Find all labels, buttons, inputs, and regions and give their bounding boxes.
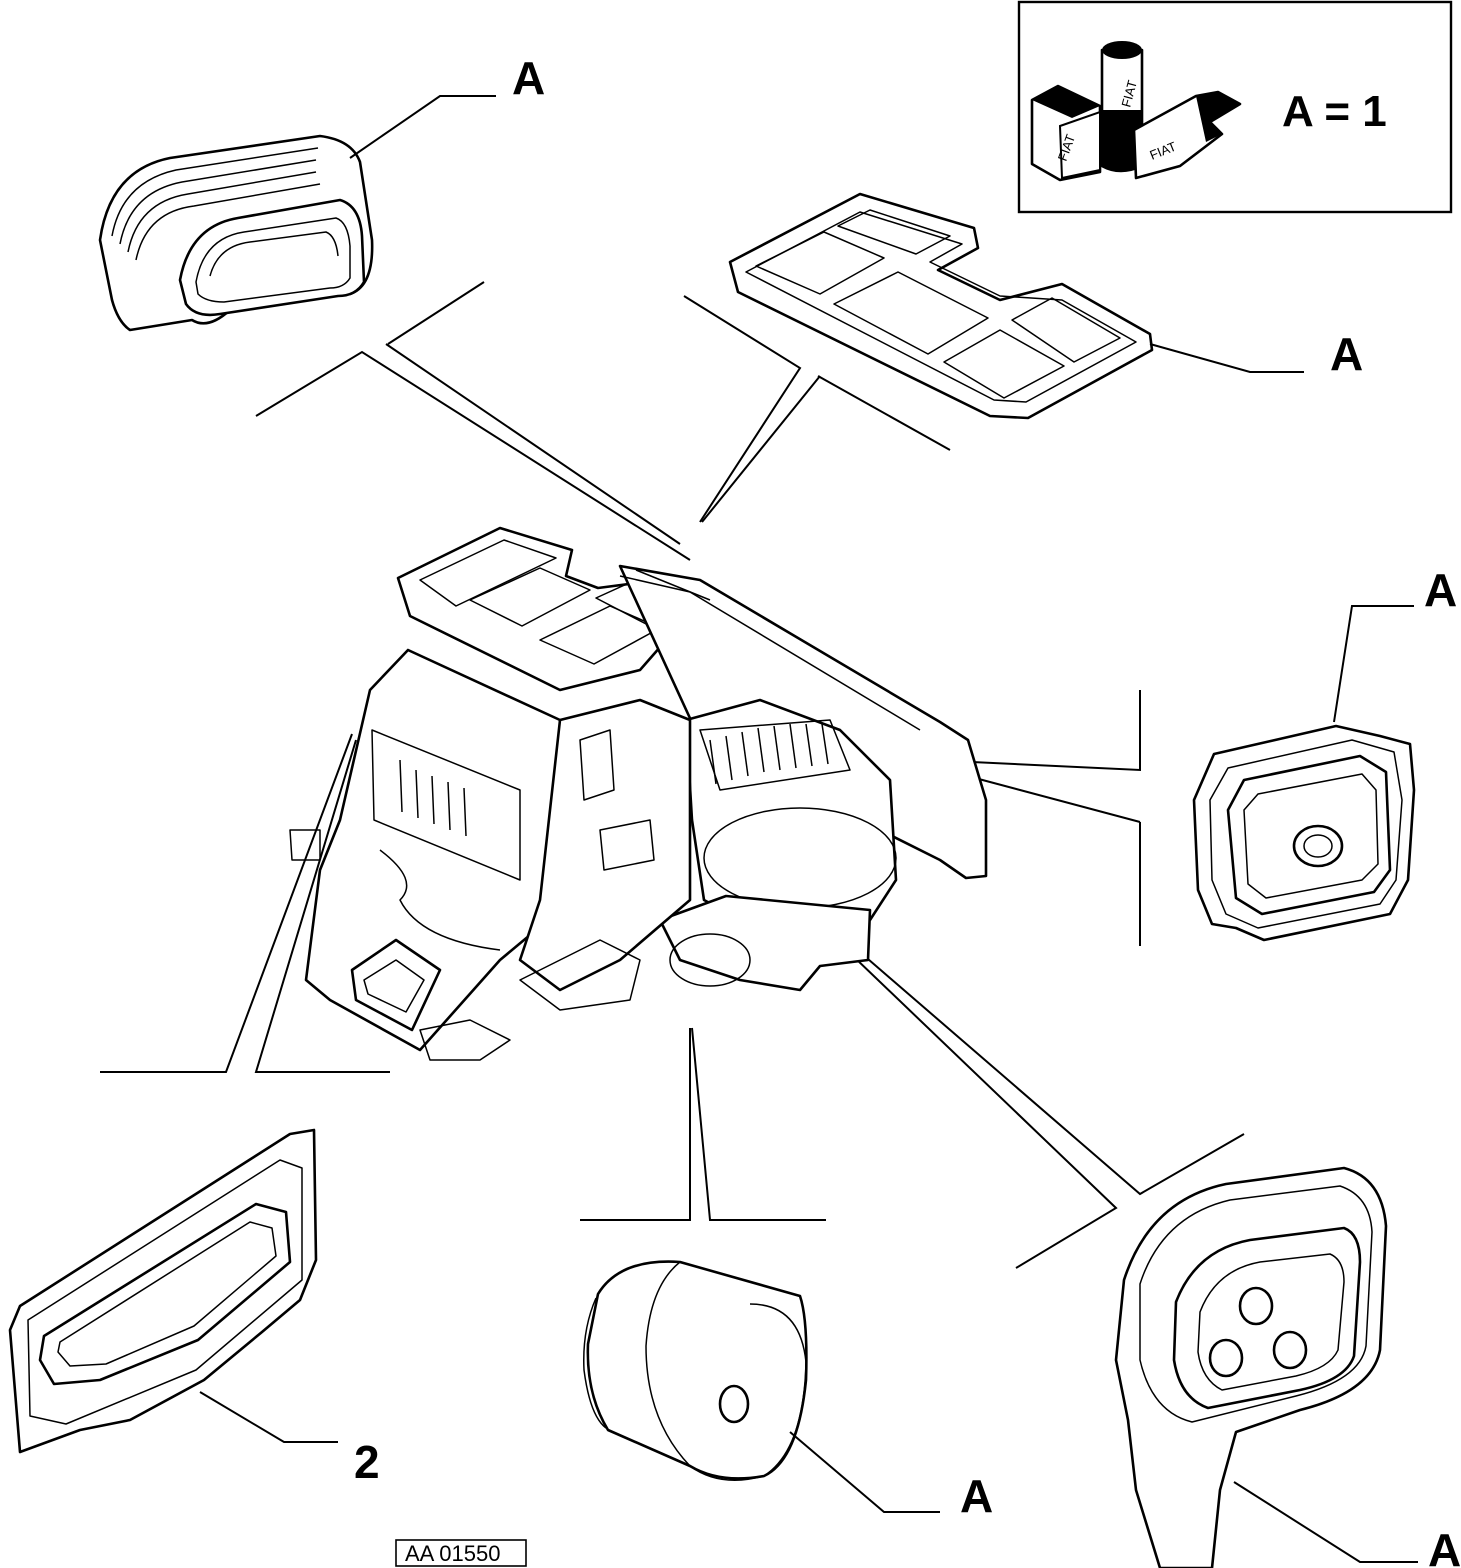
part-cabin-filter: [728, 192, 1154, 420]
callout-top-right: A: [1330, 328, 1363, 380]
callout-bottom-center: A: [960, 1470, 993, 1522]
part-gasket-plate: [8, 1128, 318, 1454]
leader-bottom-right: [1233, 1481, 1418, 1563]
reference-code: AA 01550: [405, 1541, 500, 1566]
leader-bottom-left: [199, 1391, 338, 1443]
legend-box: FIAT FIAT FIAT A = 1: [1017, 0, 1453, 214]
leader-bottom-center: [789, 1431, 940, 1513]
leader-top-left: [349, 95, 496, 159]
main-hvac-unit: [289, 526, 988, 1061]
callout-top-left: A: [512, 52, 545, 104]
leader-top-right: [1149, 343, 1304, 373]
callout-right: A: [1424, 564, 1457, 616]
part-triple-port-cover: [1114, 1166, 1388, 1568]
callout-bottom-right: A: [1428, 1524, 1461, 1568]
reference-code-box: AA 01550: [395, 1539, 527, 1567]
part-duct-bellows: [98, 134, 374, 332]
kit-icon: FIAT FIAT FIAT: [1030, 41, 1242, 182]
legend-text: A = 1: [1282, 87, 1387, 136]
callout-bottom-left: 2: [354, 1436, 380, 1488]
guide-lines: [100, 281, 1245, 1269]
logo-text-3: FIAT: [1118, 79, 1140, 109]
part-cylinder-filter: [583, 1260, 808, 1481]
leader-right: [1333, 605, 1414, 723]
part-side-cover: [1192, 724, 1416, 942]
